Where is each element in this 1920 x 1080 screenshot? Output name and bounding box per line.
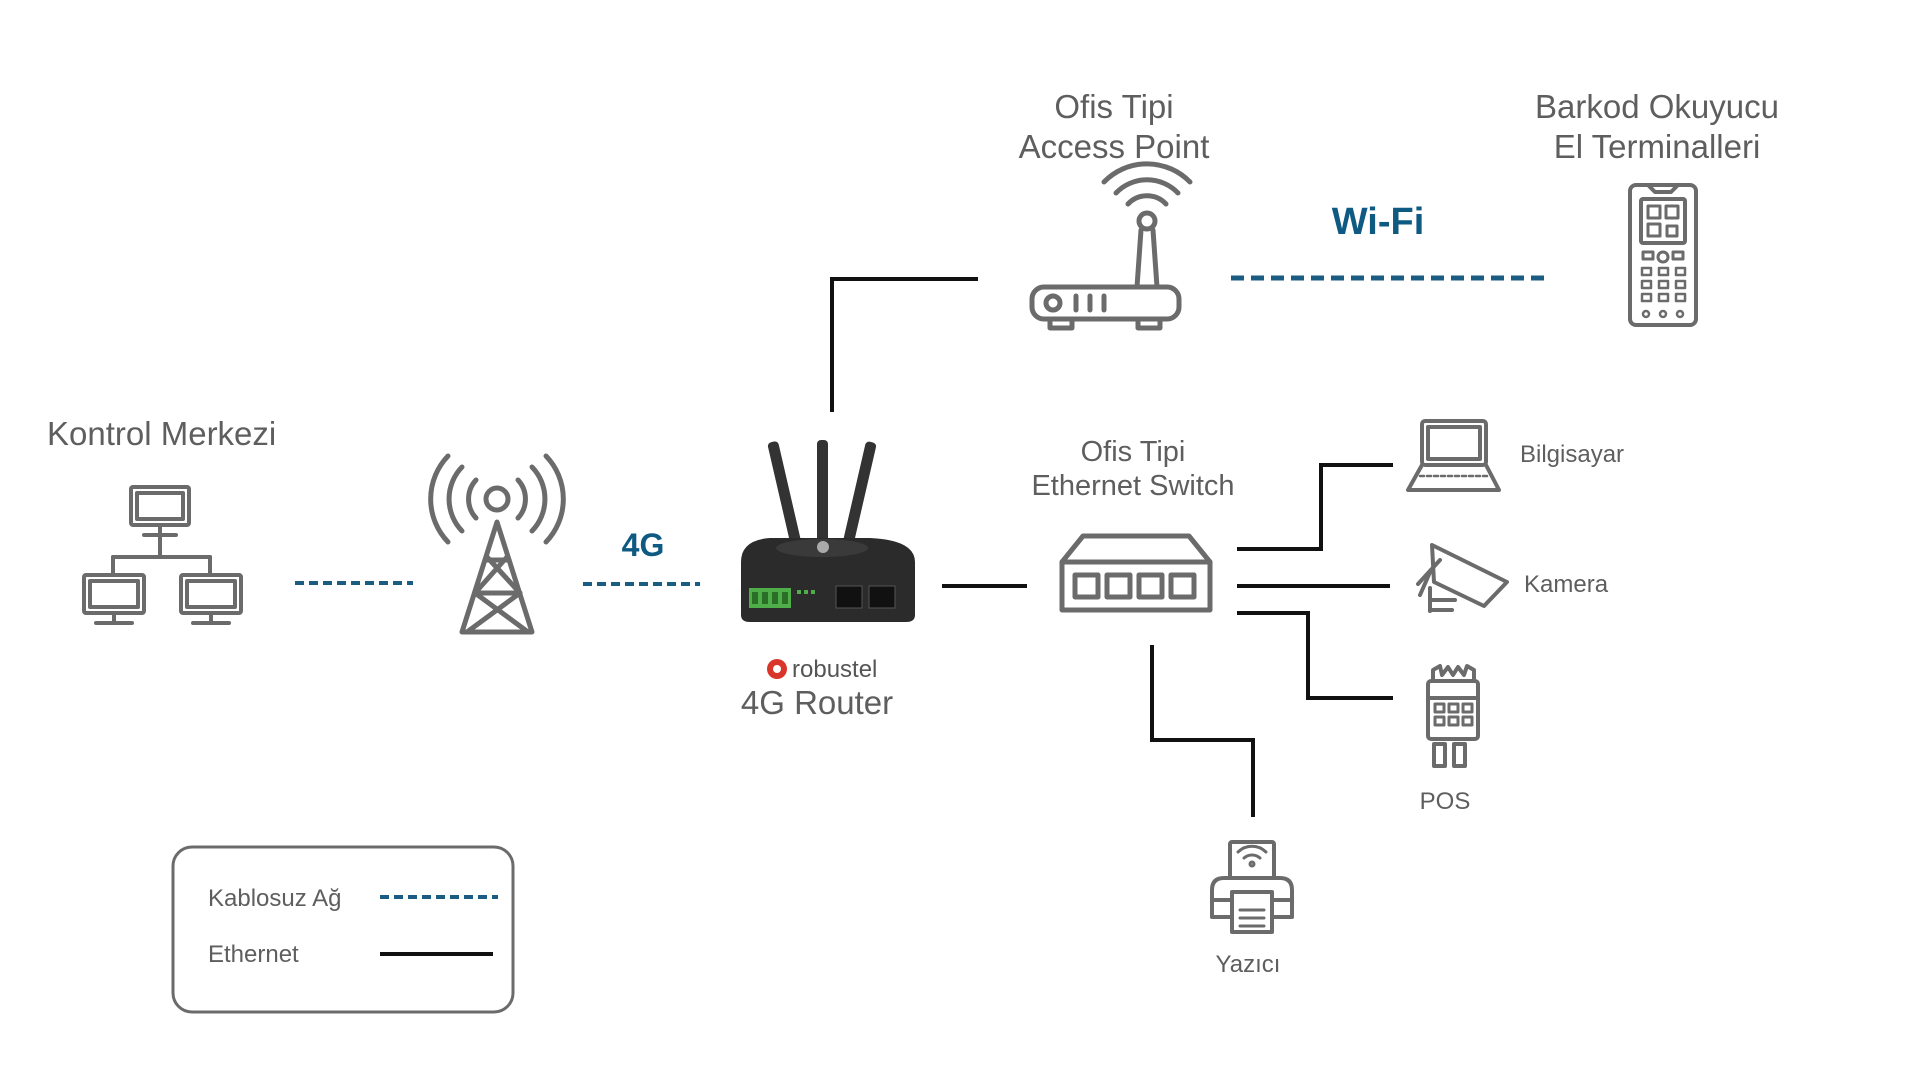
ethernet-switch-pos [1237,611,1393,700]
legend-wireless-label: Kablosuz Ağ [208,885,341,912]
pos-terminal-icon [1426,664,1480,768]
access-point-label-line1: Ofis Tipi [1054,88,1173,125]
access-point-label-line2: Access Point [1019,128,1210,165]
barcode-label-line2: El Terminalleri [1554,128,1761,165]
ethernet-switch-printer [1150,645,1255,817]
ethernet-router-ap [830,277,978,412]
switch-label-line1: Ofis Tipi [1081,436,1186,468]
ethernet-switch-computer [1237,463,1393,551]
router-icon: robustel [741,440,915,683]
access-point-icon [1029,161,1193,331]
legend-ethernet-label: Ethernet [208,941,299,968]
legend-box [171,845,515,1014]
router-label: 4G Router [741,684,893,721]
legend: Kablosuz Ağ Ethernet [171,845,515,1014]
computer-label: Bilgisayar [1520,441,1624,468]
ethernet-switch-icon [1059,533,1213,613]
control-center-label: Kontrol Merkezi [47,415,276,452]
switch-label-line2: Ethernet Switch [1031,470,1234,502]
router-brand-label: robustel [792,656,877,683]
wifi-link-label: Wi-Fi [1332,201,1425,243]
network-computers-icon [82,485,243,625]
laptop-icon [1406,419,1501,492]
barcode-label-line1: Barkod Okuyucu [1535,88,1779,125]
barcode-terminal-icon [1628,183,1698,327]
printer-icon [1210,840,1294,934]
camera-label: Kamera [1524,571,1609,598]
cell-tower-icon [428,453,566,635]
pos-label: POS [1420,788,1471,815]
cellular-link-label: 4G [622,527,665,563]
camera-icon [1416,543,1509,613]
printer-label: Yazıcı [1216,951,1281,978]
